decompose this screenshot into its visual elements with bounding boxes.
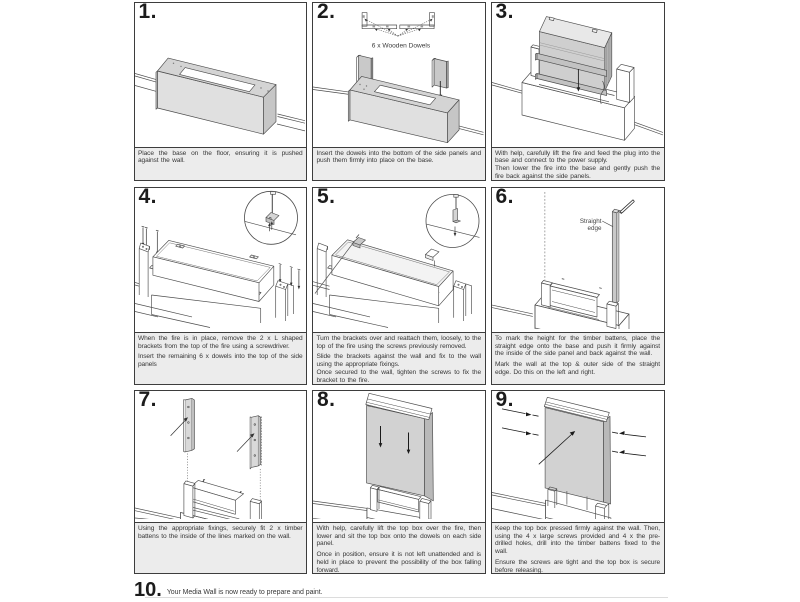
svg-text:Straight: Straight	[579, 218, 601, 225]
svg-text:edge: edge	[587, 224, 601, 231]
svg-text:6 x Wooden Dowels: 6 x Wooden Dowels	[372, 42, 431, 49]
